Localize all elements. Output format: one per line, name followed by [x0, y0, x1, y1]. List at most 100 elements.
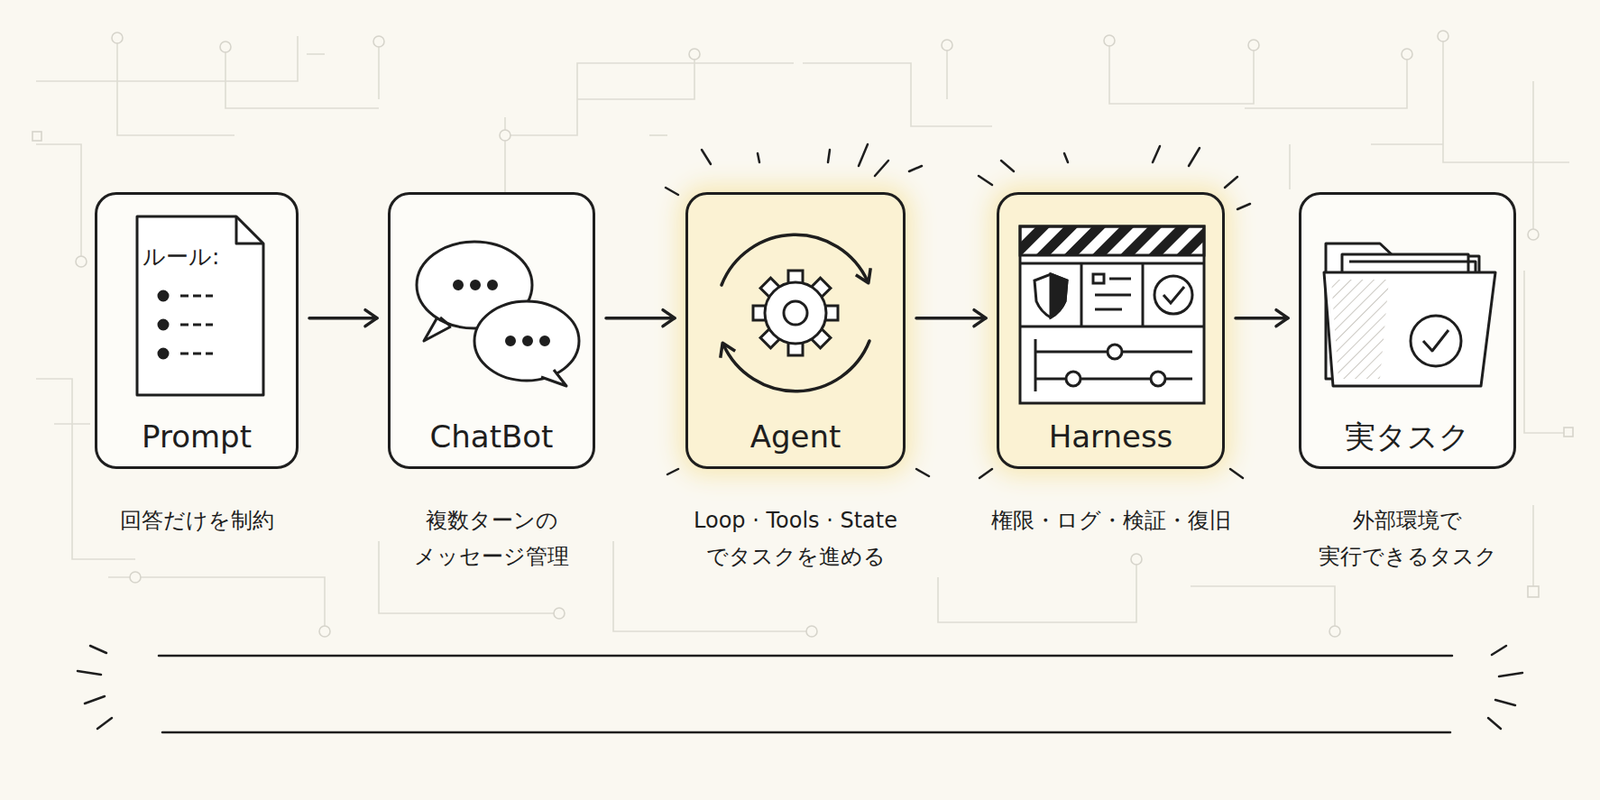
chat-bubbles-icon-part	[541, 369, 567, 387]
highlight-rays-part	[909, 165, 922, 172]
flow-arrow	[1235, 316, 1288, 321]
folder-icon	[1324, 243, 1496, 387]
circuit-pads-part	[1103, 35, 1115, 46]
circuit-lines-part	[1524, 270, 1570, 433]
bottom-bracket-part	[77, 671, 102, 675]
chat-bubbles-icon-part	[416, 241, 533, 329]
folder-icon-part	[1410, 315, 1462, 367]
highlight-rays-part	[1224, 176, 1238, 188]
bottom-bracket-part	[1488, 717, 1501, 729]
folder-icon-part	[1324, 272, 1496, 387]
highlight-rays-part	[665, 187, 679, 195]
document-icon-part	[180, 352, 213, 356]
circuit-lines-part	[225, 45, 379, 109]
harness-panel-icon-part	[1020, 262, 1205, 266]
circuit-pads-part	[1401, 48, 1413, 60]
harness-panel-icon-part	[1035, 377, 1193, 381]
harness-panel-icon-part	[1034, 339, 1038, 392]
box-title: Agent	[688, 418, 903, 455]
process-box: Prompt回答だけを制約	[94, 192, 299, 469]
circuit-pads-part	[1248, 39, 1260, 51]
circuit-pads-part	[1437, 30, 1449, 42]
box-caption: 外部環境で 実行できるタスク	[1272, 502, 1544, 575]
document-icon-part	[158, 291, 168, 301]
harness-panel-icon-part	[1093, 274, 1104, 284]
folder-icon-part	[1349, 261, 1476, 307]
circuit-pads	[32, 30, 1573, 637]
circuit-lines	[36, 36, 1570, 632]
chat-bubbles-icon-part	[524, 337, 533, 346]
highlight-rays	[665, 144, 1251, 479]
bottom-bracket-part	[158, 653, 1453, 656]
process-box: ChatBot複数ターンの メッセージ管理	[387, 192, 596, 469]
circuit-pads-part	[373, 36, 385, 47]
circuit-pads-part	[1329, 625, 1341, 637]
circuit-lines-part	[108, 577, 325, 632]
circuit-lines-part	[505, 63, 794, 136]
bottom-bracket-part	[90, 645, 107, 653]
highlight-rays-part	[1001, 160, 1014, 172]
bottom-bracket	[77, 645, 1523, 733]
harness-panel-icon-part	[1020, 226, 1205, 256]
circuit-pads-part	[319, 625, 331, 637]
chat-bubbles-icon	[416, 241, 580, 387]
agent-loop-icon-part	[723, 340, 870, 392]
box-caption: 複数ターンの メッセージ管理	[356, 502, 627, 575]
box-title: 実タスク	[1301, 418, 1514, 455]
highlight-rays-part	[757, 153, 760, 163]
box-title: Harness	[999, 418, 1223, 455]
folder-icon-part	[1325, 243, 1480, 379]
highlight-rays-part	[1230, 468, 1243, 479]
harness-panel-icon-part	[1020, 325, 1205, 329]
harness-panel-icon-part	[1107, 344, 1122, 359]
circuit-lines-part	[1109, 40, 1254, 104]
agent-loop-icon-part-part	[823, 305, 838, 321]
flow-arrow	[916, 316, 986, 321]
chat-bubbles-icon-part	[506, 337, 515, 346]
folder-icon-part	[1423, 330, 1449, 351]
highlight-rays-part	[827, 149, 830, 163]
agent-loop-icon	[721, 234, 870, 391]
highlight-rays-part	[701, 149, 711, 165]
harness-panel-icon	[1020, 226, 1205, 404]
agent-loop-icon-part-part	[788, 270, 803, 286]
flow-arrow	[309, 316, 378, 321]
circuit-lines-part	[36, 36, 298, 82]
harness-panel-icon-part	[1080, 263, 1084, 327]
circuit-pads-part	[553, 607, 565, 619]
agent-loop-icon-part-part	[760, 327, 782, 349]
document-icon-part	[236, 216, 264, 244]
bottom-bracket-part	[84, 696, 105, 704]
chat-bubbles-icon-part	[488, 281, 497, 290]
circuit-pads-part	[1527, 229, 1539, 240]
highlight-rays-part	[874, 160, 889, 176]
circuit-lines-part	[504, 117, 506, 199]
folder-icon-part	[1342, 254, 1469, 307]
circuit-lines-part	[117, 36, 235, 136]
circuit-lines-part	[1532, 505, 1535, 596]
circuit-lines-part	[1190, 586, 1335, 632]
folder-icon-part	[1331, 279, 1389, 379]
circuit-pads-part	[1563, 427, 1573, 437]
box-caption: 権限・ログ・検証・復旧	[975, 502, 1247, 539]
circuit-lines-part	[937, 559, 1137, 623]
circuit-lines-part	[946, 45, 948, 100]
bottom-bracket-part	[162, 731, 1451, 733]
document-icon-part	[158, 320, 168, 330]
circuit-pads-part	[129, 571, 141, 583]
circuit-lines-part	[1443, 36, 1570, 163]
agent-loop-icon-part	[721, 234, 868, 286]
circuit-lines-part	[802, 63, 993, 127]
chat-bubbles-icon-part	[541, 337, 550, 346]
harness-panel-icon-part	[1034, 274, 1067, 318]
chat-bubbles-icon-part	[440, 317, 451, 327]
circuit-lines-part	[577, 54, 695, 100]
process-box: Harness権限・ログ・検証・復旧	[996, 192, 1225, 469]
circuit-lines-part	[1370, 143, 1444, 146]
process-box: 実タスク外部環境で 実行できるタスク	[1298, 192, 1517, 469]
document-icon-part	[158, 349, 168, 359]
circuit-lines-part	[54, 422, 91, 425]
highlight-rays-part	[979, 468, 993, 479]
highlight-rays-part	[1064, 153, 1068, 163]
agent-loop-icon-part-part	[809, 327, 831, 349]
